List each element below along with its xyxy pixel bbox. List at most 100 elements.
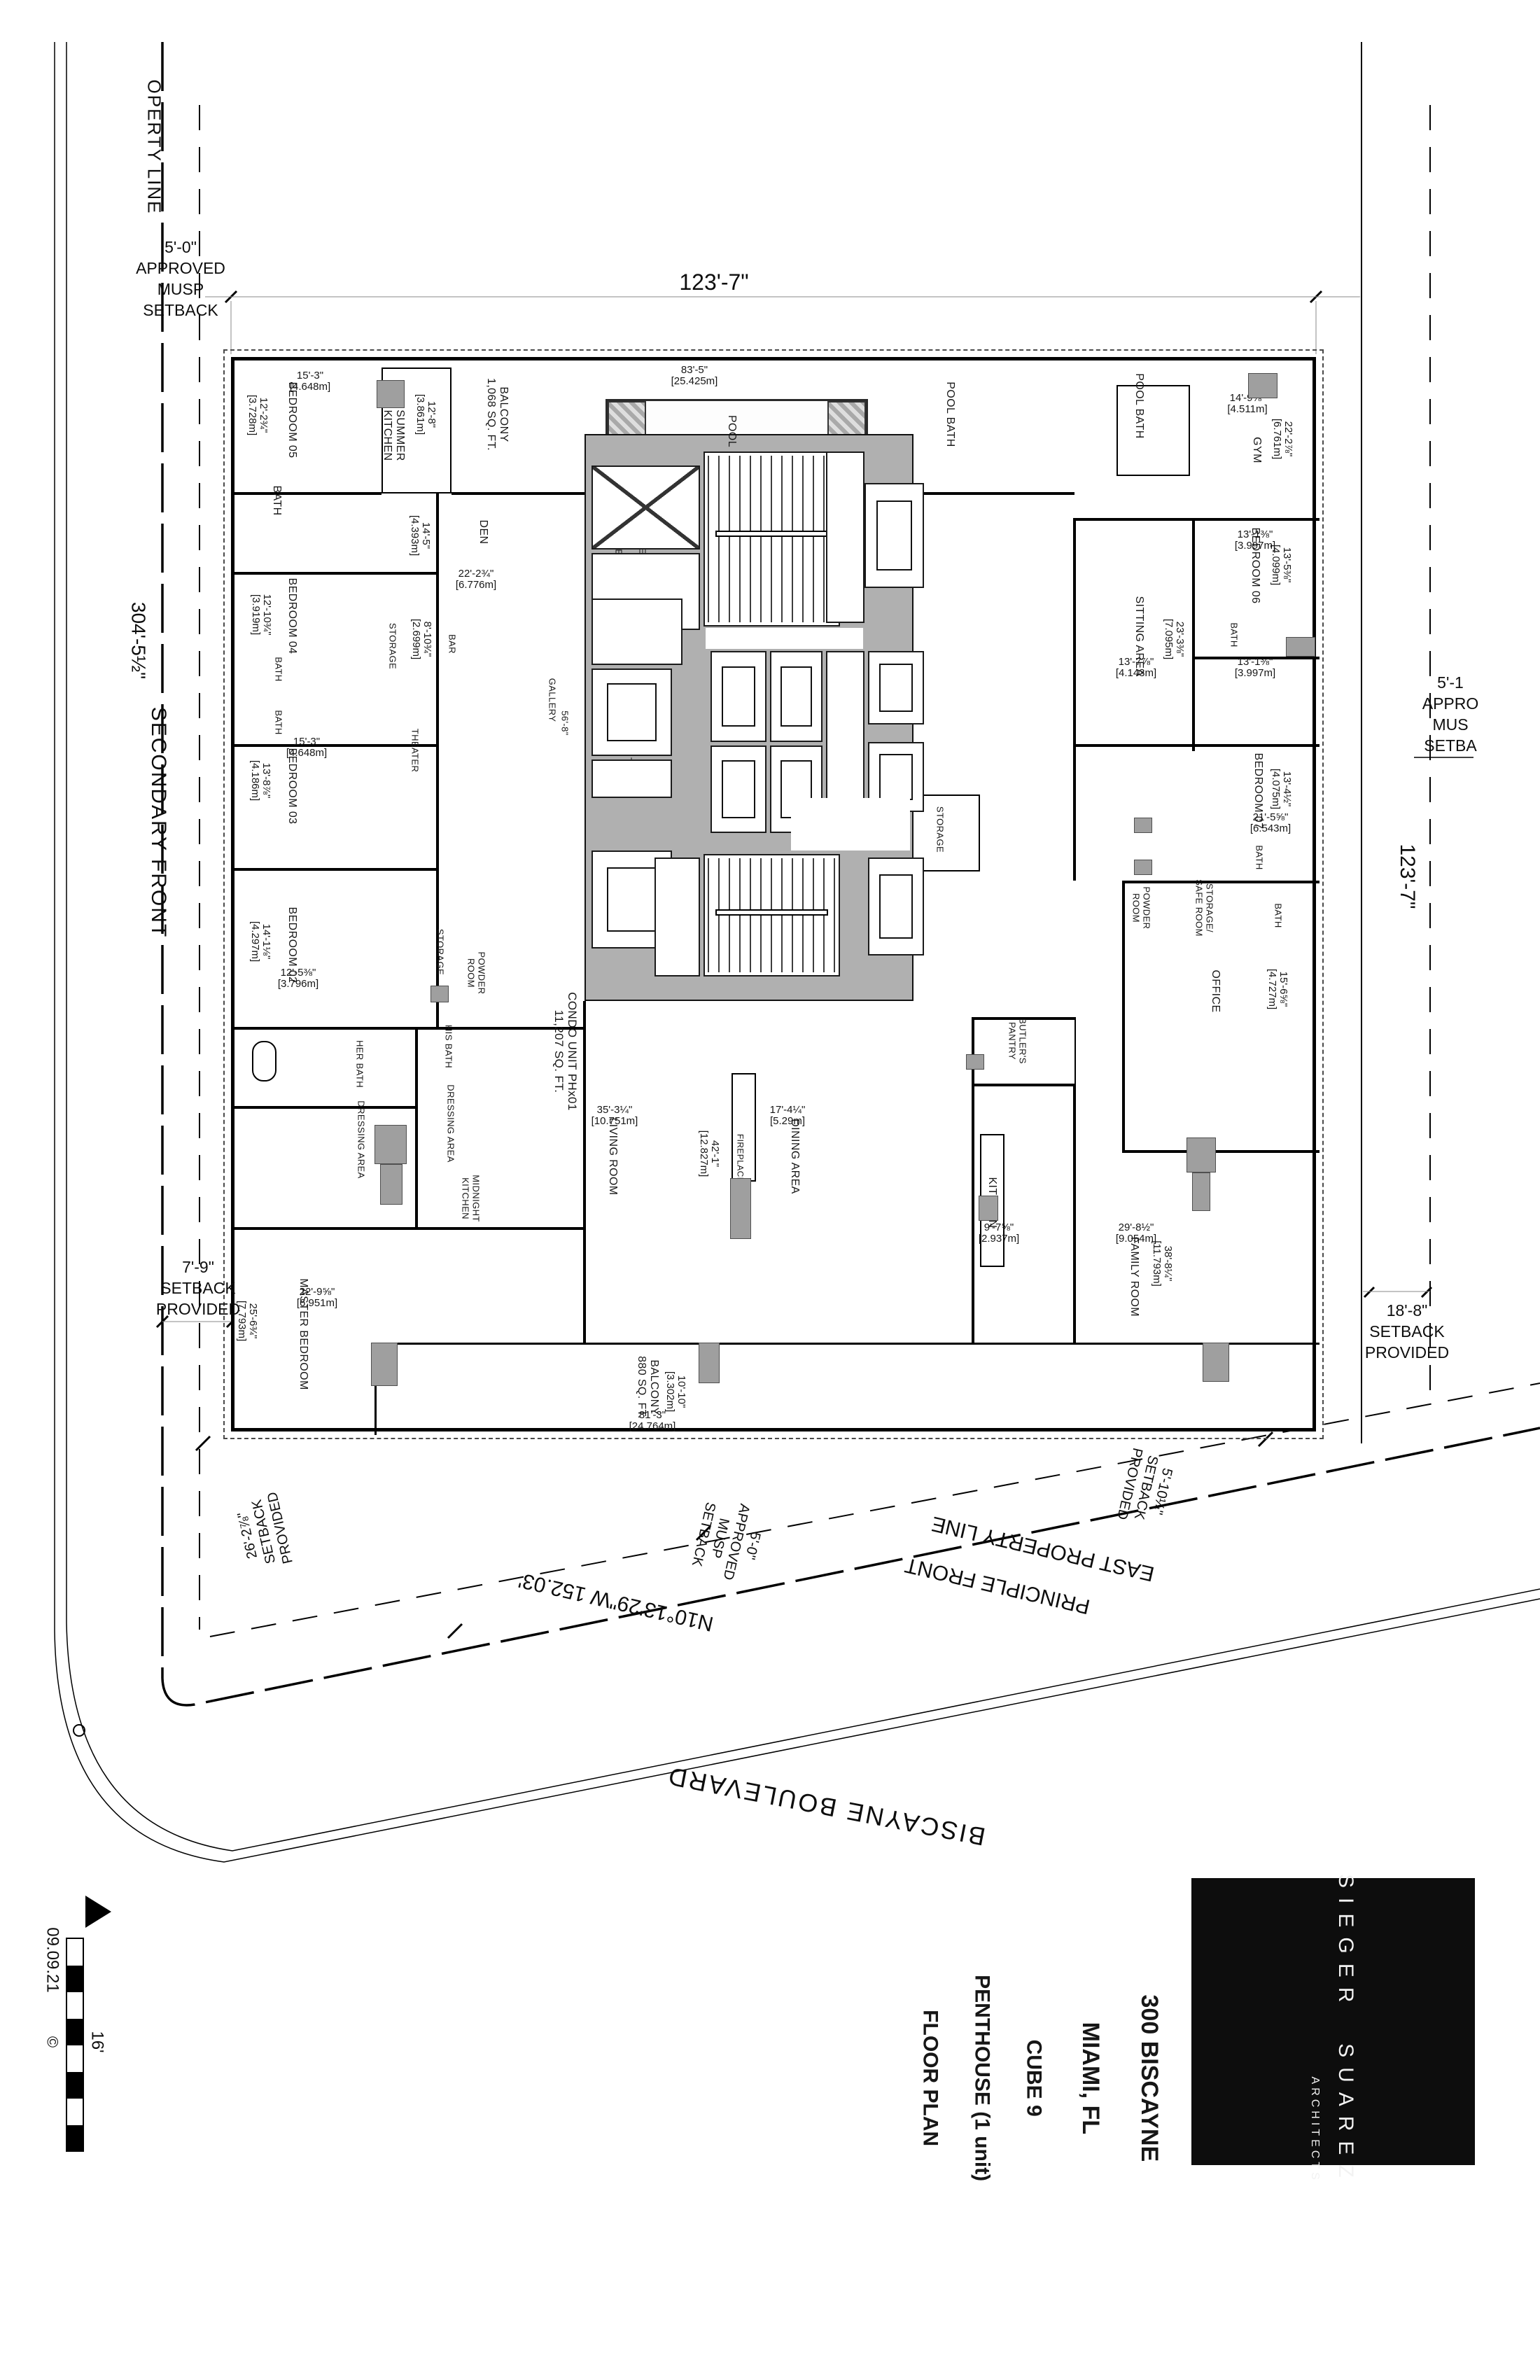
site-label: 09.09.21 bbox=[43, 1927, 62, 1993]
room-label: BATH bbox=[273, 657, 284, 682]
elevator-car bbox=[878, 874, 913, 939]
wall bbox=[234, 572, 438, 575]
furniture-block bbox=[374, 1125, 407, 1164]
north-arrow-icon bbox=[85, 1896, 111, 1928]
wall bbox=[1194, 657, 1320, 659]
dimension-label: 22'-2⅞" [6.761m] bbox=[1271, 418, 1294, 460]
wall bbox=[1073, 744, 1076, 881]
room-label: HER BATH bbox=[354, 1040, 365, 1088]
room-label: LIVING ROOM bbox=[606, 1117, 619, 1196]
room-label: THEATER bbox=[410, 728, 421, 773]
wall bbox=[234, 492, 382, 495]
dimension-label: 83'-5" [25.425m] bbox=[671, 364, 718, 387]
elevator-car bbox=[721, 666, 756, 727]
site-label: OPERTY LINE bbox=[144, 79, 165, 215]
dimension-label: 15'-3" [4.648m] bbox=[286, 736, 328, 759]
room-label: STORAGE/ SAFE ROOM bbox=[1194, 879, 1215, 937]
site-label: 26'-2⅞" SETBACK PROVIDED bbox=[234, 1490, 296, 1565]
wall bbox=[1122, 881, 1125, 1150]
room-label: BATH bbox=[1228, 622, 1240, 648]
dimension-label: 12'-2¾" [3.728m] bbox=[246, 394, 270, 436]
site-label: 7'-9" SETBACK PROVIDED bbox=[155, 1258, 241, 1318]
room-label: BAR bbox=[447, 634, 458, 654]
dimension-label: 15'-6⅝" [4.727m] bbox=[1266, 968, 1289, 1010]
furniture-block bbox=[1248, 373, 1278, 398]
room-label: DRESSING AREA bbox=[356, 1100, 367, 1179]
furniture-block bbox=[371, 1343, 398, 1386]
room-label: BEDROOM 05 bbox=[286, 382, 298, 458]
wall bbox=[374, 1343, 377, 1435]
stair-treads bbox=[708, 456, 836, 622]
site-label: 304'-5½" bbox=[127, 601, 150, 680]
furniture-block bbox=[979, 1196, 998, 1221]
room-label: BALCONY 1,068 SQ. FT. bbox=[485, 378, 510, 451]
dimension-label: 38'-8¼" [11.793m] bbox=[1151, 1240, 1174, 1287]
wall bbox=[234, 1227, 584, 1230]
fireplace bbox=[732, 1073, 756, 1182]
core-cell bbox=[704, 854, 840, 976]
room-label: POWDER ROOM bbox=[1131, 886, 1152, 930]
dimension-label: 29'-8½" [9.054m] bbox=[1115, 1222, 1157, 1245]
firm-name: SIEGER SUAREZ ARCHITECTS bbox=[1283, 1861, 1370, 2188]
room-label: BATH bbox=[270, 485, 283, 516]
sheet-title-line1: CUBE 9 bbox=[1022, 2039, 1046, 2117]
room-label: MIDNIGHT KITCHEN bbox=[461, 1175, 482, 1222]
core-cell bbox=[868, 858, 924, 955]
stair-rail bbox=[715, 530, 828, 537]
room-label: POOL BATH bbox=[944, 382, 956, 447]
dimension-label: 35'-3¼" [10.751m] bbox=[591, 1104, 638, 1127]
wall bbox=[583, 1001, 586, 1344]
dimension-label: 12'-10¾" [3.919m] bbox=[250, 594, 273, 636]
core-cell bbox=[592, 598, 682, 665]
room-label: BEDROOM 03 bbox=[286, 748, 298, 825]
wall bbox=[913, 492, 1074, 495]
site-label: 5'-0" APPROVED MUSP SETBACK bbox=[688, 1500, 764, 1582]
dimension-label: 42'-1" [12.827m] bbox=[698, 1130, 721, 1177]
furniture-block bbox=[1134, 818, 1152, 833]
dimension-label: 8'-10¾" [2.699m] bbox=[410, 618, 433, 660]
furniture-block bbox=[430, 986, 449, 1002]
room-label: HIS BATH bbox=[443, 1024, 454, 1069]
core-cell bbox=[826, 451, 864, 623]
wall bbox=[415, 1027, 418, 1227]
pool-bath-room bbox=[1116, 385, 1190, 476]
furniture-block bbox=[1203, 1343, 1229, 1382]
wall bbox=[1073, 518, 1076, 751]
dimension-label: 23'-3⅜" [7.095m] bbox=[1163, 618, 1186, 660]
dimension-label: 17'-4¼" [5.29m] bbox=[769, 1104, 806, 1127]
wall bbox=[234, 1106, 416, 1109]
bathtub bbox=[252, 1041, 276, 1082]
room-label: BATH bbox=[1273, 903, 1284, 928]
wall bbox=[973, 1084, 1074, 1086]
room-label: 56'-8" bbox=[559, 710, 570, 736]
core-cell bbox=[704, 451, 840, 626]
core-cell bbox=[710, 651, 766, 742]
room-label: GALLERY bbox=[547, 678, 558, 722]
room-label: STORAGE bbox=[435, 928, 446, 976]
dimension-label: 12'-8" [3.861m] bbox=[414, 393, 438, 435]
site-label: © bbox=[43, 2036, 62, 2048]
room-label: POOL bbox=[725, 414, 738, 448]
dimension-label: 13'-8⅞" [4.186m] bbox=[249, 760, 272, 802]
butlers-pantry-room bbox=[973, 1018, 1076, 1085]
core-cell bbox=[864, 483, 924, 588]
furniture-block bbox=[966, 1054, 984, 1070]
firm-logo-box bbox=[1191, 1878, 1475, 2165]
wall bbox=[234, 868, 438, 871]
core-cell bbox=[592, 668, 672, 756]
project-line2: MIAMI, FL bbox=[1077, 2022, 1104, 2135]
dimension-label: 10'-10" [3.302m] bbox=[664, 1371, 687, 1413]
wall bbox=[1192, 518, 1195, 751]
room-label: GYM bbox=[1250, 437, 1263, 463]
site-label: 18'-8" SETBACK PROVIDED bbox=[1364, 1301, 1450, 1362]
wall bbox=[1122, 881, 1320, 883]
room-label: STORAGE bbox=[387, 622, 398, 670]
site-label: 16' bbox=[88, 2031, 107, 2053]
road-edge-line bbox=[54, 42, 1540, 1863]
room-label: BATH bbox=[1254, 845, 1265, 870]
core-cell bbox=[706, 628, 863, 649]
furniture-block bbox=[380, 1164, 402, 1205]
room-label: DRESSING AREA bbox=[445, 1084, 456, 1163]
